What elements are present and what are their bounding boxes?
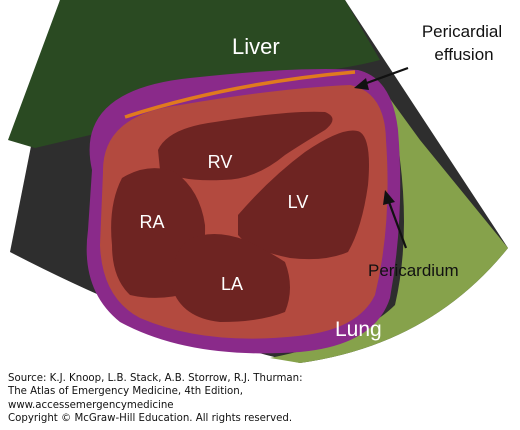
source-citation: Source: K.J. Knoop, L.B. Stack, A.B. Sto… [8, 372, 513, 426]
rv-chamber [158, 111, 333, 181]
source-line-4: Copyright © McGraw-Hill Education. All r… [8, 413, 293, 425]
label-liver: Liver [232, 34, 280, 59]
label-lv: LV [288, 192, 309, 212]
effusion-arrow [354, 66, 409, 90]
source-line-2: The Atlas of Emergency Medicine, 4th Edi… [8, 386, 243, 398]
pericardial-effusion [124, 70, 356, 119]
label-pericardium: Pericardium [368, 261, 459, 280]
echo-diagram: Liver RV LV RA LA Lung Pericardial effus… [8, 0, 508, 363]
source-line-3: www.accessemergencymedicine [8, 399, 174, 411]
lv-chamber [238, 130, 369, 260]
liver-region [8, 0, 380, 148]
label-pericardial-effusion-line2: effusion [434, 45, 493, 64]
label-la: LA [221, 274, 243, 294]
label-lung: Lung [335, 318, 382, 341]
label-rv: RV [208, 152, 233, 172]
label-pericardial-effusion-line1: Pericardial [422, 22, 502, 41]
source-line-1: Source: K.J. Knoop, L.B. Stack, A.B. Sto… [8, 373, 303, 384]
lung-region [270, 85, 508, 363]
label-ra: RA [139, 212, 164, 232]
pericardium-arrow [383, 190, 408, 249]
la-chamber [171, 234, 290, 322]
